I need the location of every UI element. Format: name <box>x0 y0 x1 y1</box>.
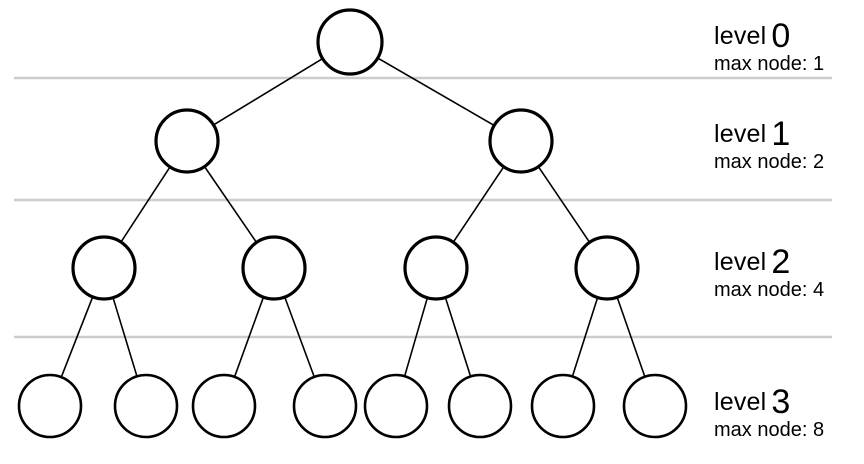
level-divider-group <box>14 76 832 339</box>
tree-node-group <box>17 8 688 439</box>
tree-edge-n2LL-n3b <box>111 296 139 378</box>
tree-edge-n2LR-n3c <box>233 295 265 379</box>
tree-edge-n2LR-n3d <box>283 295 316 379</box>
tree-node-n1R <box>488 108 554 174</box>
tree-node-n0 <box>316 8 384 76</box>
tree-edge-n0-n1L <box>212 57 324 127</box>
level-label-0-word: level <box>714 22 767 50</box>
tree-edge-n1R-n2RL <box>452 165 505 244</box>
tree-node-n3g <box>530 373 596 439</box>
tree-edge-n2RL-n3f <box>444 296 472 378</box>
level-label-1-word: level <box>714 120 767 148</box>
tree-node-n1L <box>154 108 220 174</box>
tree-node-n2RL <box>403 235 469 301</box>
tree-edge-n2LL-n3a <box>60 295 94 379</box>
level-label-2-maxnode: max node: 4 <box>714 279 825 301</box>
level-label-3-maxnode: max node: 8 <box>714 419 825 441</box>
tree-edge-n1R-n2RR <box>537 165 591 244</box>
tree-node-n3c <box>191 373 257 439</box>
tree-edge-group <box>60 56 646 379</box>
tree-node-n3a <box>17 373 83 439</box>
level-label-1-number: 1 <box>771 115 791 153</box>
tree-edge-n2RL-n3e <box>403 296 429 378</box>
tree-edge-n1L-n2LL <box>119 165 172 244</box>
tree-edge-n2RR-n3h <box>616 296 646 378</box>
tree-node-n3d <box>292 373 358 439</box>
tree-node-n2LL <box>71 235 137 301</box>
tree-edge-n2RR-n3g <box>571 296 599 378</box>
level-label-0-maxnode: max node: 1 <box>714 53 825 75</box>
tree-node-n3b <box>113 373 179 439</box>
level-label-3-word: level <box>714 388 767 416</box>
tree-node-n2LR <box>241 235 307 301</box>
level-label-2-word: level <box>714 248 767 276</box>
level-label-1-maxnode: max node: 2 <box>714 151 825 173</box>
level-label-0-number: 0 <box>771 17 791 55</box>
tree-edge-n1L-n2LR <box>203 165 258 244</box>
tree-edge-n0-n1R <box>376 56 496 127</box>
tree-node-n3f <box>447 373 513 439</box>
level-label-2-number: 2 <box>771 243 791 281</box>
level-label-3-number: 3 <box>771 383 791 421</box>
tree-node-n3h <box>622 373 688 439</box>
tree-node-n2RR <box>574 235 640 301</box>
tree-node-n3e <box>363 373 429 439</box>
